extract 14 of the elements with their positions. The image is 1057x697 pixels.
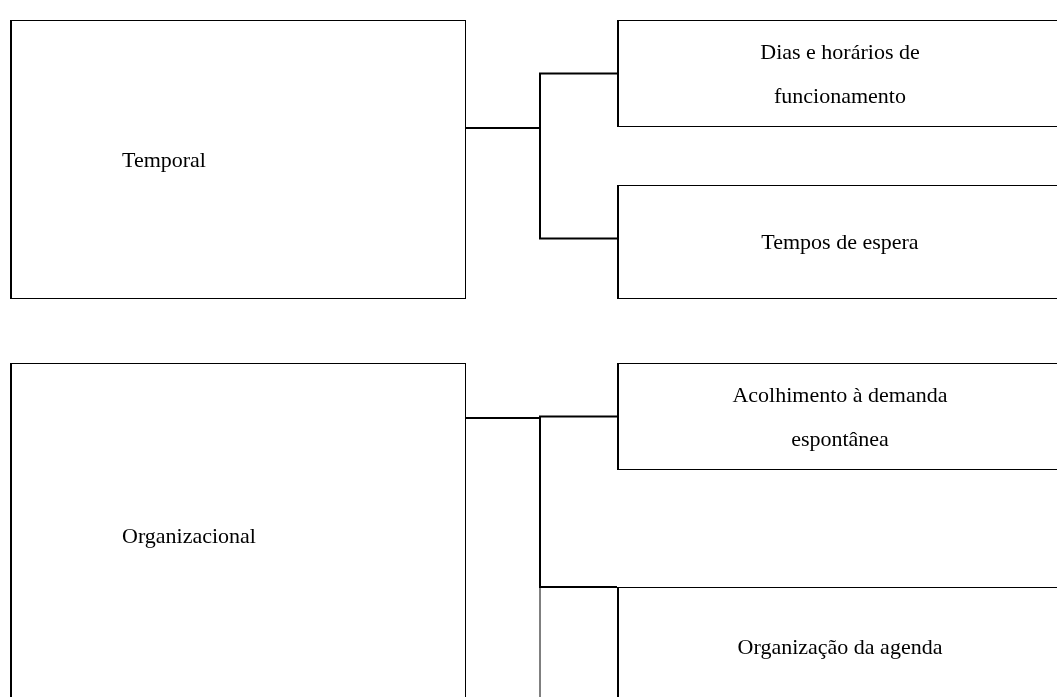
- text-box: [617, 587, 1057, 697]
- box-label: Acolhimento à demanda espontânea: [731, 380, 949, 453]
- box-label: Dias e horários de funcionamento: [759, 37, 921, 110]
- connector-line: [465, 417, 618, 588]
- text-box: [617, 363, 1057, 470]
- text-box: [10, 363, 466, 697]
- text-box: [617, 20, 1057, 127]
- box-label: Organização da agenda: [737, 633, 943, 661]
- box-label: Tempos de espera: [761, 228, 919, 256]
- box-label: Organizacional: [122, 521, 256, 550]
- box-label: Temporal: [122, 145, 206, 174]
- text-box: [617, 185, 1057, 299]
- connector-line: [465, 127, 618, 240]
- text-box: [10, 20, 466, 299]
